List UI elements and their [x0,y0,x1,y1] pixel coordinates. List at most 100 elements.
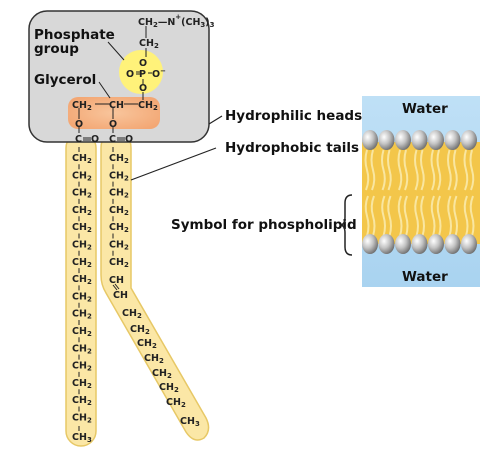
saturated-ch2-unit: CH2 [72,240,92,252]
saturated-ch2-unit: CH2 [72,378,92,390]
membrane-tail-line [414,195,419,237]
svg-text:CH2—N+(CH3)3: CH2—N+(CH3)3 [138,13,215,29]
alkene-ch-upper: CH [109,275,124,286]
saturated-tail-units: CH2CH2CH2CH2CH2CH2CH2CH2CH2CH2CH2CH2CH2C… [72,147,92,431]
svg-text:CH2: CH2 [72,100,92,112]
membrane-tail-line [370,195,376,237]
membrane-head-sphere [362,234,378,254]
membrane-heads-top [362,130,477,150]
membrane-head-sphere [428,234,444,254]
membrane-head-sphere [395,130,411,150]
saturated-tail-end: CH3 [72,432,92,444]
svg-text:CH2: CH2 [139,38,159,50]
membrane-head-sphere [411,234,428,254]
membrane-head-sphere [428,130,444,150]
membrane-tail-line [420,195,425,237]
phosphate-circle [119,50,163,94]
svg-text:O−: O− [152,67,166,80]
membrane-tail-line [397,149,403,191]
unsaturated-ch2-unit: CH2 [137,338,157,350]
membrane-head-sphere [461,130,477,150]
unsaturated-ch2-unit: CH2 [109,222,129,234]
hydrophobic-tails-label: Hydrophobic tails [225,140,359,156]
membrane-tail-line [420,149,425,191]
saturated-ch2-unit: CH2 [72,153,92,165]
unsaturated-ch2-unit: CH2 [166,397,186,409]
saturated-ch2-unit: CH2 [72,188,92,200]
glycerol-label: Glycerol [34,72,96,88]
membrane-tail-line [463,149,469,191]
alkene-ch-lower: CH [113,290,128,301]
unsaturated-ch2-unit: CH2 [109,205,129,217]
membrane-head-sphere [395,234,411,254]
phosphorus-atom: P [139,69,146,80]
saturated-ch2-unit: CH2 [72,274,92,286]
svg-text:C: C [75,134,82,145]
unsaturated-ch2-unit: CH2 [159,382,179,394]
membrane-tail-line [469,149,475,191]
saturated-ch2-unit: CH2 [72,309,92,321]
membrane-tail-line [430,149,436,191]
saturated-ch2-unit: CH2 [72,205,92,217]
membrane-panel: Water Water [362,96,480,287]
saturated-ch2-unit: CH2 [72,343,92,355]
membrane-tail-line [453,195,458,237]
membrane-tail-line [381,195,386,237]
membrane-head-sphere [444,234,461,254]
unsaturated-ch2-unit: CH2 [130,324,150,336]
saturated-ch2-unit: CH2 [72,291,92,303]
membrane-tail-line [387,149,392,191]
membrane-tail-line [387,195,392,237]
membrane-tail-line [370,149,376,191]
membrane-tail-line [397,195,403,237]
svg-text:CH: CH [109,100,124,111]
unsaturated-ch2-unit: CH2 [122,308,142,320]
membrane-head-sphere [411,130,428,150]
phosphate-o-left: O [126,69,134,80]
membrane-tail-line [469,195,475,237]
molecule-structure: CH2—N+(CH3)3 CH2 O O P O− O CH2 CH CH2 O… [28,10,215,447]
membrane-heads-bottom [362,234,477,254]
membrane-tail-line [447,149,452,191]
membrane-tail-line [453,149,458,191]
svg-text:O: O [91,134,99,145]
membrane-tail-line [364,149,370,191]
membrane-tail-line [436,149,442,191]
phosphate-o-bottom: O [139,83,147,94]
membrane-tail-line [463,195,469,237]
phosphate-o-top: O [139,58,147,69]
membrane-tail-line [403,149,409,191]
unsaturated-tail-end: CH3 [180,416,200,428]
svg-text:C: C [109,134,116,145]
water-bottom-label: Water [402,269,448,285]
unsaturated-ch2-unit: CH2 [109,240,129,252]
symbol-label: Symbol for phospholipid [171,217,357,233]
phosphate-group-label-line1: Phosphate [34,27,115,43]
saturated-ch2-unit: CH2 [72,170,92,182]
unsaturated-ch2-unit: CH2 [109,170,129,182]
membrane-head-sphere [444,130,461,150]
saturated-ch2-unit: CH2 [72,413,92,425]
membrane-tail-line [414,149,419,191]
membrane-head-sphere [378,130,395,150]
saturated-ch2-unit: CH2 [72,395,92,407]
phosphate-group-label-line2: group [34,41,79,57]
unsaturated-ch2-unit: CH2 [152,368,172,380]
hydrophilic-heads-label: Hydrophilic heads [225,108,362,124]
membrane-tail-line [403,195,409,237]
unsaturated-tail-units: CH2CH2CH2CH2CH2CH2CH2CH2CH2CH2CH2CH2CH2C… [109,147,186,409]
svg-text:O: O [75,119,83,130]
svg-text:CH2: CH2 [138,100,158,112]
svg-text:O: O [125,134,133,145]
membrane-tail-line [430,195,436,237]
symbol-bracket [339,194,353,256]
glycerol-highlight [68,97,160,129]
membrane-tail-line [436,195,442,237]
membrane-tail-line [364,195,370,237]
unsaturated-ch2-unit: CH2 [144,353,164,365]
unsaturated-ch2-unit: CH2 [109,257,129,269]
membrane-tail-line [381,149,386,191]
unsaturated-ch2-unit: CH2 [109,153,129,165]
membrane-head-sphere [461,234,477,254]
water-top-label: Water [402,101,448,117]
